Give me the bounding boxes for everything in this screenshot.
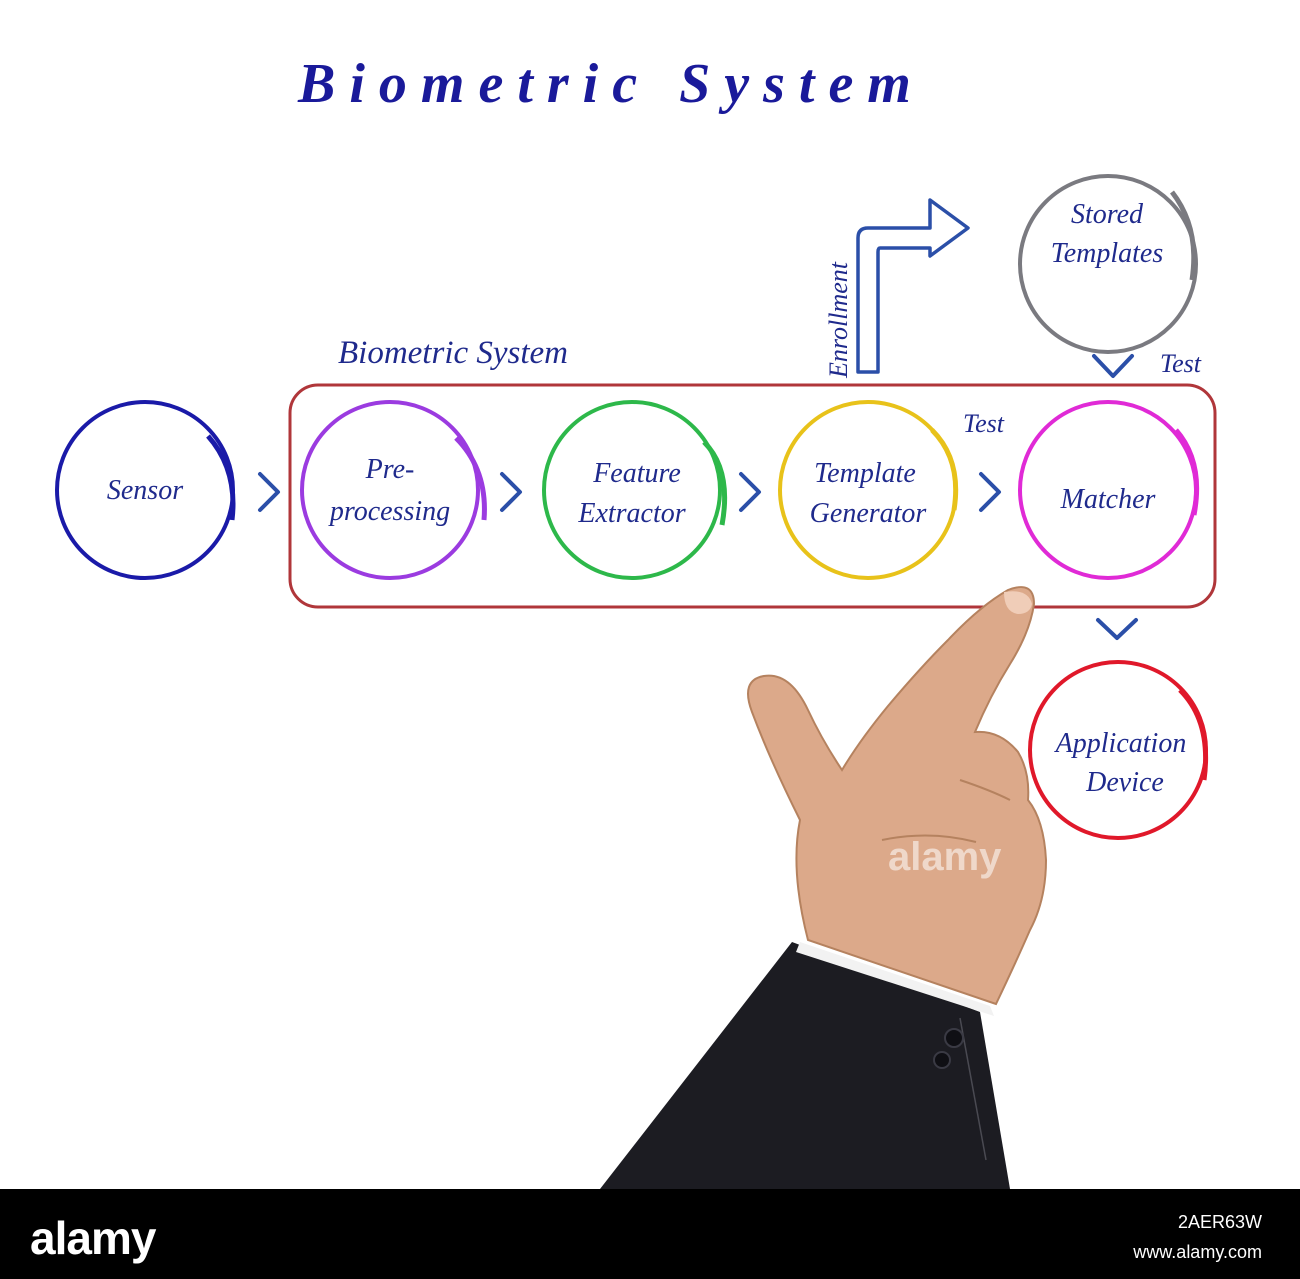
node-preprocessing-tail [454, 436, 487, 521]
shirt-cuff [796, 942, 994, 1016]
sleeve-button [944, 1028, 964, 1048]
node-template-generator-label-1: Template [814, 458, 916, 489]
node-sensor-label: Sensor [107, 475, 183, 506]
site-url: www.alamy.com [1133, 1242, 1262, 1262]
enrollment-arrow-icon [856, 198, 970, 374]
fingernail [1004, 591, 1032, 614]
watermark: alamy [888, 835, 1002, 879]
node-application-device-tail [1178, 688, 1209, 781]
node-template-generator: Template Generator [778, 400, 959, 580]
node-sensor-tail [206, 434, 236, 521]
hand-skin [747, 586, 1048, 1006]
chevron-right-icon [500, 472, 522, 512]
node-matcher-tail [1174, 428, 1200, 516]
chevron-right-icon [739, 472, 761, 512]
biometric-system-diagram: Biometric System Biometric System Sensor… [55, 53, 1217, 1189]
node-feature-extractor-ring [542, 400, 722, 580]
node-stored-templates: Stored Templates [1018, 174, 1198, 354]
chevron-right-icon [979, 472, 1001, 512]
node-feature-extractor-label-1: Feature [592, 458, 681, 489]
sleeve-button [933, 1051, 951, 1069]
chevron-down-icon [1092, 354, 1134, 378]
node-template-generator-tail [930, 428, 959, 511]
test-label-mid: Test [963, 409, 1005, 438]
node-application-device-label-2: Device [1085, 767, 1164, 798]
sleeve-seam [959, 1017, 987, 1161]
node-matcher: Matcher [1018, 400, 1200, 580]
node-application-device: Application Device [1028, 660, 1209, 840]
test-label-top: Test [1160, 349, 1202, 378]
node-preprocessing-label-2: processing [328, 496, 450, 527]
image-id: 2AER63W [1177, 1212, 1262, 1232]
node-preprocessing-ring [300, 400, 480, 580]
node-preprocessing: Pre- processing [300, 400, 487, 580]
node-stored-templates-label-1: Stored [1071, 199, 1144, 230]
biometric-system-group-frame [288, 383, 1217, 609]
chevron-down-icon [1096, 618, 1138, 640]
brand-logo: alamy [30, 1212, 156, 1264]
node-preprocessing-label-1: Pre- [365, 454, 415, 485]
node-feature-extractor-tail [702, 440, 728, 526]
pointing-hand: alamy [600, 586, 1048, 1189]
node-stored-templates-label-2: Templates [1051, 238, 1164, 269]
enrollment-label: Enrollment [824, 261, 853, 379]
footer-info: 2AER63W www.alamy.com [1133, 1207, 1262, 1267]
group-label: Biometric System [338, 335, 568, 371]
node-feature-extractor: Feature Extractor [542, 400, 728, 580]
footer-bar: alamy 2AER63W www.alamy.com [0, 1189, 1300, 1279]
node-matcher-label: Matcher [1060, 484, 1156, 515]
node-stored-templates-tail [1170, 190, 1197, 281]
node-sensor: Sensor [55, 400, 236, 580]
diagram-title: Biometric System [297, 53, 925, 115]
suit-sleeve [600, 942, 1010, 1189]
node-application-device-label-1: Application [1054, 728, 1187, 759]
knuckle-crease [959, 779, 1011, 801]
chevron-right-icon [258, 472, 280, 512]
node-template-generator-label-2: Generator [810, 498, 927, 529]
node-template-generator-ring [778, 400, 958, 580]
node-feature-extractor-label-2: Extractor [577, 498, 685, 529]
knuckle-crease [881, 834, 977, 843]
